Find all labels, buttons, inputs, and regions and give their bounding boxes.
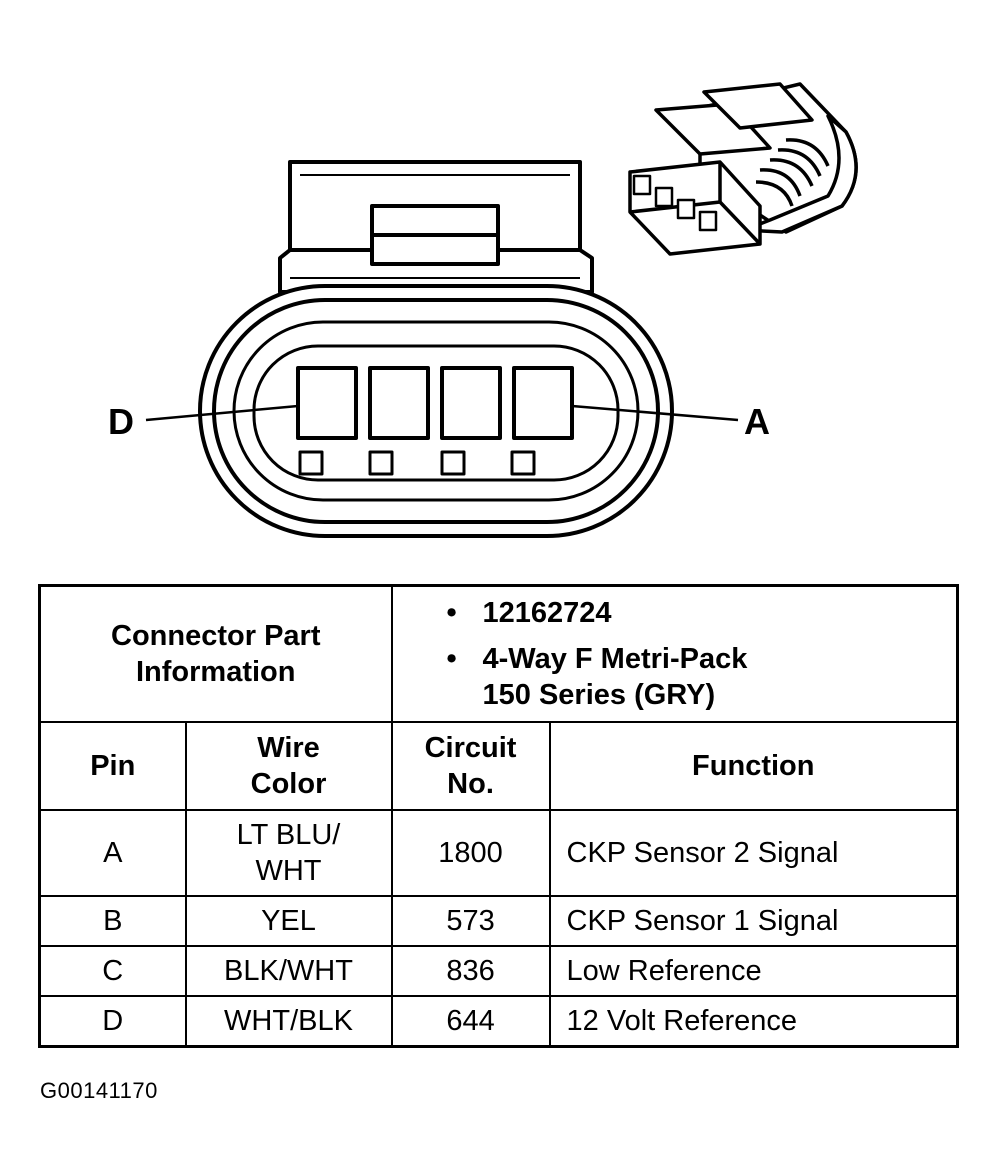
pin-cell: C bbox=[38, 945, 187, 997]
table-row: B YEL 573 CKP Sensor 1 Signal bbox=[38, 895, 959, 947]
function-cell: CKP Sensor 1 Signal bbox=[548, 895, 959, 947]
table-row: C BLK/WHT 836 Low Reference bbox=[38, 945, 959, 997]
table-row: A LT BLU/ WHT 1800 CKP Sensor 2 Signal bbox=[38, 809, 959, 897]
wire-color-cell: YEL bbox=[184, 895, 393, 947]
connector-pinout-table: Connector Part Information 12162724 4-Wa… bbox=[38, 584, 960, 1048]
connector-shell bbox=[198, 284, 674, 538]
pin-cell: A bbox=[38, 809, 187, 897]
function-cell: CKP Sensor 2 Signal bbox=[548, 809, 959, 897]
connector-latch bbox=[278, 160, 594, 294]
cavity-c bbox=[368, 366, 430, 440]
connector-type: 4-Way F Metri-Pack 150 Series (GRY) bbox=[447, 641, 949, 713]
table-row: D WHT/BLK 644 12 Volt Reference bbox=[38, 995, 959, 1048]
header-function: Function bbox=[548, 721, 959, 811]
connector-info-list: 12162724 4-Way F Metri-Pack 150 Series (… bbox=[390, 584, 959, 723]
header-circuit-no: Circuit No. bbox=[390, 721, 551, 811]
connector-info-label-line2: Information bbox=[136, 656, 296, 688]
circuit-cell: 573 bbox=[390, 895, 551, 947]
connector-info-row: Connector Part Information 12162724 4-Wa… bbox=[38, 584, 959, 723]
header-pin: Pin bbox=[38, 721, 187, 811]
pin-cell: B bbox=[38, 895, 187, 947]
wire-color-cell: WHT/BLK bbox=[184, 995, 393, 1048]
cavity-d bbox=[296, 366, 358, 440]
pin-cavities bbox=[296, 366, 574, 476]
circuit-cell: 1800 bbox=[390, 809, 551, 897]
connector-diagram bbox=[145, 82, 858, 538]
connector-part-number: 12162724 bbox=[447, 595, 949, 631]
cavity-b bbox=[440, 366, 502, 440]
leader-line-a bbox=[571, 404, 739, 422]
pin-callout-d: D bbox=[108, 401, 134, 442]
wire-color-cell: LT BLU/ WHT bbox=[184, 809, 393, 897]
circuit-cell: 836 bbox=[390, 945, 551, 997]
header-wire-color: Wire Color bbox=[184, 721, 393, 811]
connector-isometric-view bbox=[628, 82, 858, 256]
leader-line-d bbox=[145, 404, 299, 422]
pin-cell: D bbox=[38, 995, 187, 1048]
figure-id: G00141170 bbox=[40, 1078, 158, 1103]
wire-color-cell: BLK/WHT bbox=[184, 945, 393, 997]
table-header-row: Pin Wire Color Circuit No. Function bbox=[38, 721, 959, 811]
circuit-cell: 644 bbox=[390, 995, 551, 1048]
connector-info-label: Connector Part Information bbox=[38, 584, 393, 723]
cavity-a bbox=[512, 366, 574, 440]
function-cell: 12 Volt Reference bbox=[548, 995, 959, 1048]
function-cell: Low Reference bbox=[548, 945, 959, 997]
pin-callout-a: A bbox=[744, 401, 770, 442]
connector-info-label-line1: Connector Part bbox=[111, 620, 321, 652]
